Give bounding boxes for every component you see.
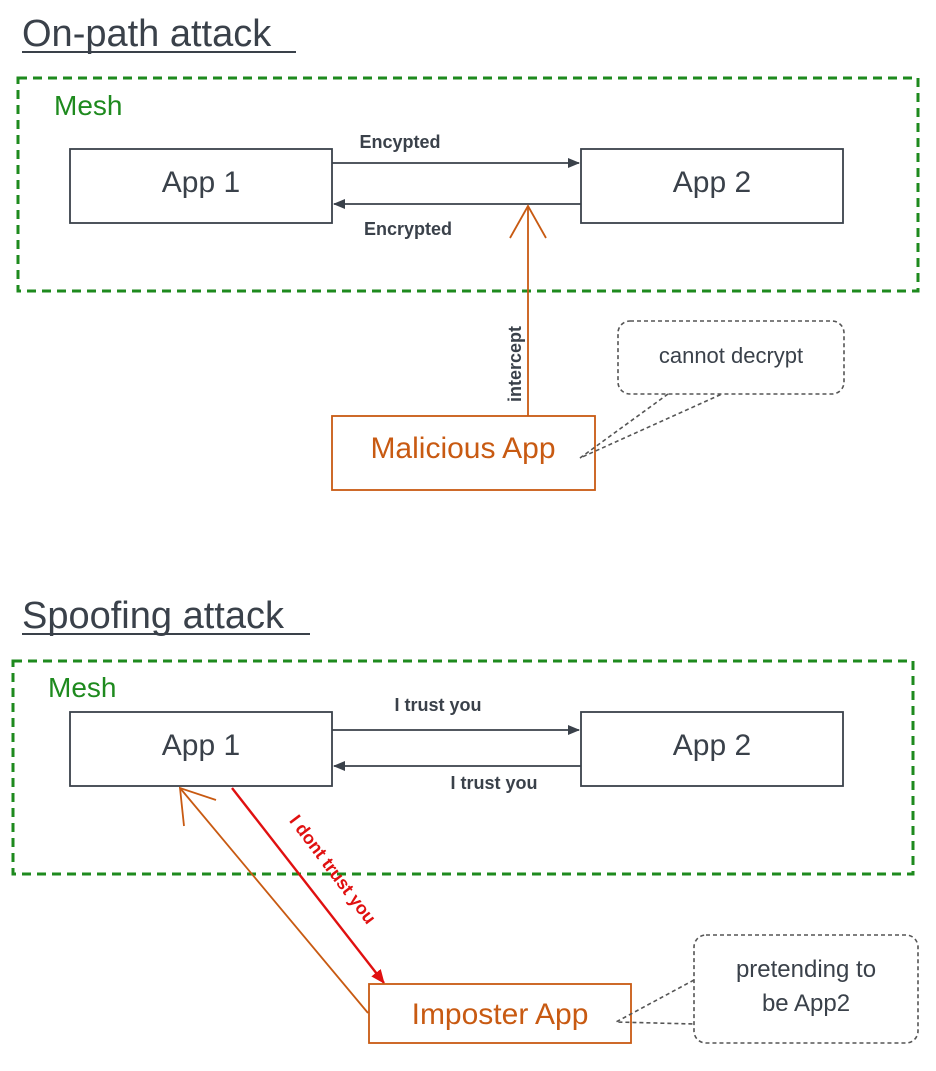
onpath-app1-label: App 1 xyxy=(162,166,240,199)
onpath-note-text: cannot decrypt xyxy=(659,343,803,368)
spoofing-note-callout: pretending to be App2 xyxy=(612,934,919,1044)
spoofing-forward-label: I trust you xyxy=(394,695,481,715)
onpath-app1-node[interactable]: App 1 xyxy=(69,148,333,224)
spoofing-app2-node[interactable]: App 2 xyxy=(580,711,844,787)
onpath-intercept-label: intercept xyxy=(505,326,525,402)
reject-arrow xyxy=(231,787,385,984)
spoofing-note-line2: be App2 xyxy=(762,990,850,1017)
onpath-mesh-label: Mesh xyxy=(54,90,122,121)
onpath-mesh-boundary xyxy=(16,76,920,293)
imposter-request-arrow xyxy=(178,786,369,1014)
onpath-back-label: Encrypted xyxy=(364,219,452,239)
spoofing-mesh-label: Mesh xyxy=(48,672,116,703)
spoofing-app1-node[interactable]: App 1 xyxy=(69,711,333,787)
reject-label: I dont trust you xyxy=(285,811,380,928)
spoofing-note-line1: pretending to xyxy=(736,956,876,983)
onpath-note-callout: cannot decrypt xyxy=(579,320,845,459)
imposter-app-label: Imposter App xyxy=(412,998,589,1031)
spoofing-mesh-boundary xyxy=(11,659,915,876)
onpath-app2-node[interactable]: App 2 xyxy=(580,148,844,224)
onpath-app2-label: App 2 xyxy=(673,166,751,199)
imposter-app-node[interactable]: Imposter App xyxy=(368,983,632,1044)
spoofing-app2-label: App 2 xyxy=(673,729,751,762)
spoofing-back-label: I trust you xyxy=(450,773,537,793)
spoofing-app1-label: App 1 xyxy=(162,729,240,762)
onpath-forward-label: Encypted xyxy=(359,132,440,152)
spoofing-title: Spoofing attack xyxy=(22,595,285,637)
malicious-app-node[interactable]: Malicious App xyxy=(331,415,596,491)
malicious-app-label: Malicious App xyxy=(370,432,555,465)
onpath-title: On-path attack xyxy=(22,13,272,55)
onpath-intercept-arrow xyxy=(509,204,547,416)
